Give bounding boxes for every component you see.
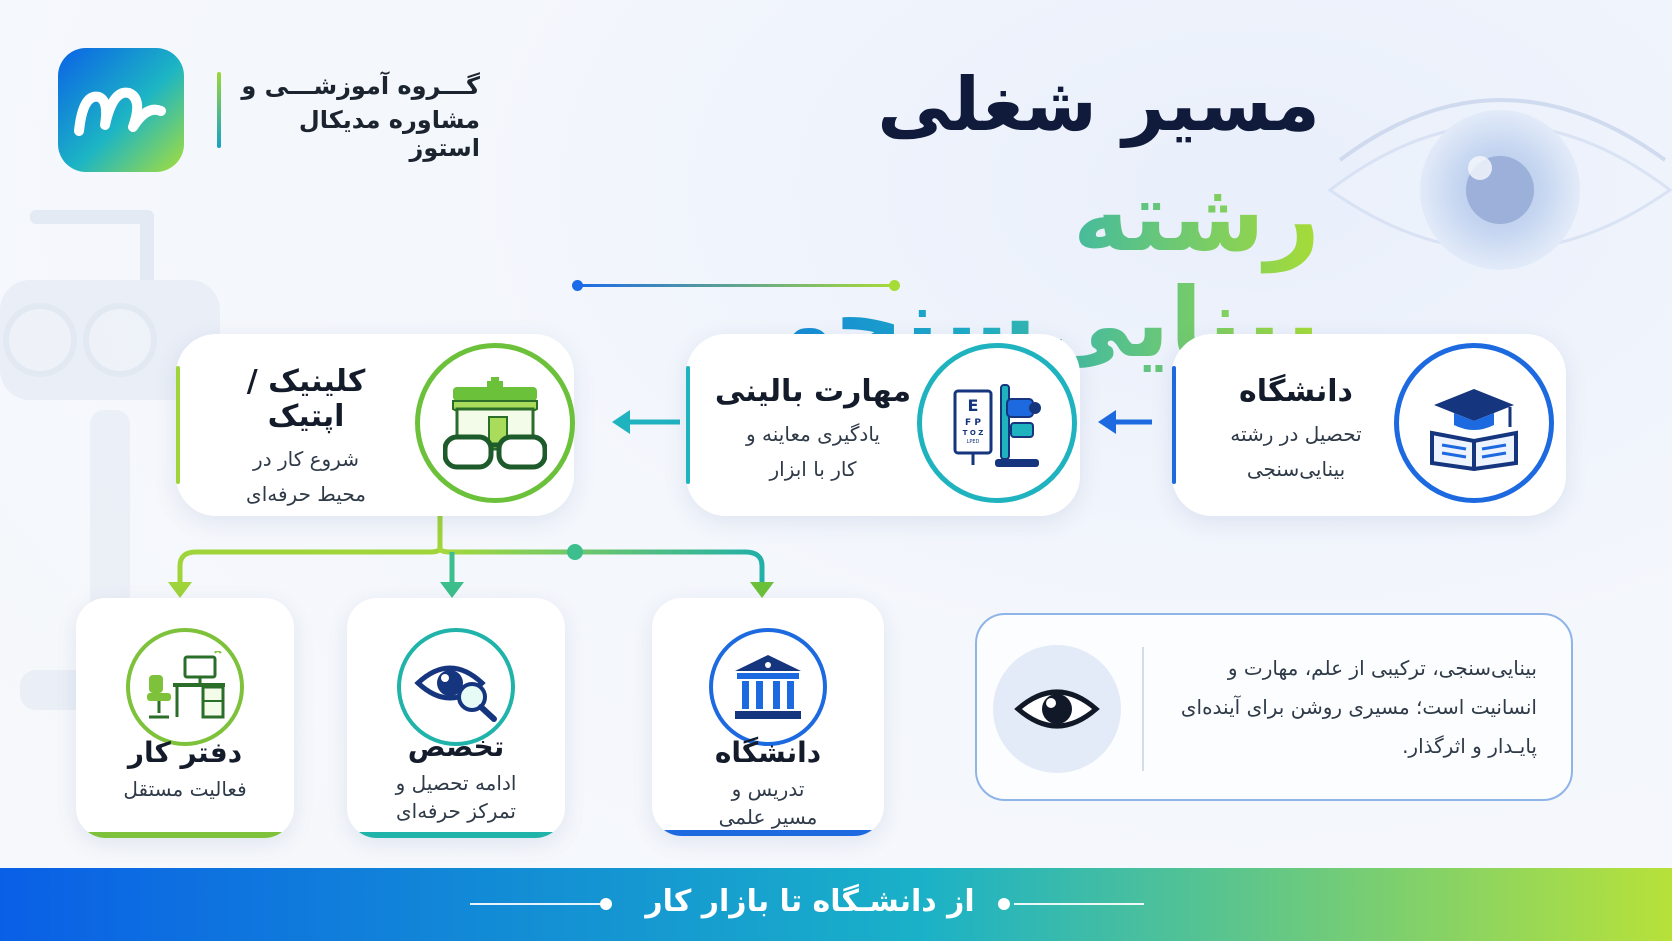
branch-card-university: دانشگاه تدریس و مسیر علمی — [652, 598, 884, 836]
footer-banner: از دانشـگاه تا بازار کار — [0, 868, 1672, 941]
step-icon-ring-clinic — [415, 343, 575, 503]
branch-card-office: دفتر کار فعالیت مستقل — [76, 598, 294, 838]
branch-tree — [168, 514, 774, 598]
step-icon-ring-clinical: E F P T O Z LPED — [917, 343, 1077, 503]
branch-icon-ring — [397, 628, 515, 746]
step-card-text: دانشگاه تحصیل در رشته بینایی‌سنجی — [1196, 374, 1396, 487]
svg-text:F P: F P — [965, 418, 981, 428]
brand-line-2: مشاوره مدیکال استوز — [298, 106, 480, 162]
svg-text:LPED: LPED — [967, 439, 980, 445]
title-underline — [572, 280, 900, 291]
branch-card-text: دفتر کار فعالیت مستقل — [76, 736, 294, 803]
step-card-text: مهارت بالینی یادگیری معاینه و کار با ابز… — [708, 374, 918, 487]
step-title: مهارت بالینی — [714, 374, 912, 409]
quote-icon-circle — [993, 645, 1121, 773]
background-eye-icon — [1327, 98, 1672, 270]
branch-icon-ring — [126, 628, 244, 746]
quote-divider — [1142, 647, 1144, 771]
book-graduation-cap-icon — [1430, 389, 1518, 471]
page-subtitle: مسیر شغلی — [877, 62, 1320, 148]
branch-title: دانشگاه — [714, 736, 822, 769]
branch-title: دفتر کار — [127, 736, 243, 769]
footer-line-right — [1014, 903, 1144, 905]
branch-title: تخصص — [407, 730, 505, 763]
svg-text:T O Z: T O Z — [963, 429, 984, 437]
university-building-icon — [735, 655, 801, 719]
step-card-text: کلینیک / اپتیک شروع کار در محیط حرفه‌ای — [206, 364, 406, 512]
footer-dot-left — [600, 898, 612, 910]
branch-card-text: دانشگاه تدریس و مسیر علمی — [652, 736, 884, 831]
step-description: شروع کار در محیط حرفه‌ای — [246, 447, 366, 506]
branch-icon-ring — [709, 628, 827, 746]
eye-magnifier-icon — [414, 665, 497, 722]
step-description: یادگیری معاینه و کار با ابزار — [746, 422, 880, 481]
footer-text: از دانشـگاه تا بازار کار — [645, 884, 975, 919]
footer-dot-right — [998, 898, 1010, 910]
arrow-university-to-clinical — [1098, 410, 1152, 434]
step-title: دانشگاه — [1239, 374, 1353, 409]
branch-card-accent — [76, 832, 294, 838]
branch-card-accent — [347, 832, 565, 838]
branch-card-specialty: تخصص ادامه تحصیل و تمرکز حرفه‌ای — [347, 598, 565, 838]
step-card-accent — [686, 366, 690, 484]
footer-line-left — [470, 903, 600, 905]
branch-description: تدریس و مسیر علمی — [718, 777, 818, 829]
svg-text:E: E — [968, 396, 979, 415]
office-desk-icon — [147, 651, 225, 719]
branch-description: فعالیت مستقل — [123, 777, 247, 801]
quote-text: بینایی‌سنجی، ترکیبی از علم، مهارت و انسا… — [1180, 656, 1537, 758]
brand-logo-mark-icon — [74, 87, 166, 136]
branch-description: ادامه تحصیل و تمرکز حرفه‌ای — [395, 771, 517, 823]
step-title: کلینیک / اپتیک — [246, 364, 366, 434]
brand-line-1: گـــروه آموزشـــی و — [241, 72, 480, 100]
step-description: تحصیل در رشته بینایی‌سنجی — [1230, 422, 1362, 481]
eye-icon — [1014, 689, 1100, 729]
arrow-clinical-to-clinic — [612, 410, 680, 434]
brand-logo — [58, 48, 184, 172]
step-card-accent — [176, 366, 180, 484]
step-icon-ring-university — [1394, 343, 1554, 503]
branch-card-text: تخصص ادامه تحصیل و تمرکز حرفه‌ای — [347, 730, 565, 825]
brand-name: گـــروه آموزشـــی و مشاوره مدیکال استوز — [240, 72, 480, 162]
branch-card-accent — [652, 830, 884, 836]
optic-shop-glasses-icon — [443, 377, 547, 470]
eye-chart-equipment-icon: E F P T O Z LPED — [953, 384, 1041, 467]
step-card-accent — [1172, 366, 1176, 484]
quote-box: بینایی‌سنجی، ترکیبی از علم، مهارت و انسا… — [975, 613, 1573, 801]
brand-divider — [217, 72, 221, 148]
